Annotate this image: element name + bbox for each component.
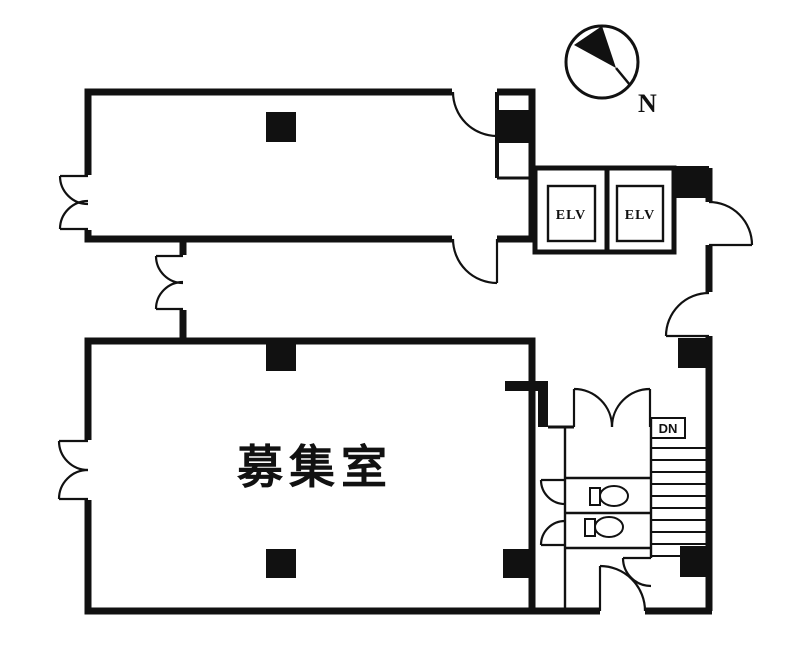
door-arc [58, 199, 89, 230]
restroom-walls [563, 425, 651, 611]
door-arc [573, 387, 614, 428]
north-label: N [638, 89, 657, 118]
compass-rose: N [564, 24, 657, 118]
door-arc [610, 387, 651, 428]
door-arc [451, 91, 498, 138]
toilet-tank-icon [589, 487, 601, 506]
door-arc [57, 468, 89, 500]
upper-room [84, 88, 536, 243]
elevator-bank: ELV ELV [532, 165, 709, 255]
elevator-label: ELV [556, 208, 587, 223]
column [499, 110, 531, 143]
column [266, 112, 296, 142]
toilet-tank-icon [584, 518, 596, 537]
column [678, 338, 709, 368]
door-arc [57, 440, 89, 472]
door-arc [154, 280, 184, 310]
main-room-label: 募集室 [236, 440, 393, 494]
main-room-walls [84, 337, 536, 615]
toilet-bowl-icon [599, 485, 629, 507]
stair-dn-box [650, 417, 686, 439]
door-arc [539, 479, 566, 506]
door-arc [664, 291, 710, 337]
elevator-label: ELV [625, 208, 656, 223]
stairs-down-label: DN [659, 421, 678, 436]
toilet-bowl-icon [594, 516, 624, 538]
upper-room-doors [58, 91, 499, 231]
elevator-car [615, 184, 665, 243]
east-wall [664, 168, 754, 611]
stair-treads [651, 447, 709, 557]
door-arc [599, 564, 647, 612]
compass-needle-tail [615, 67, 631, 86]
upper-room-walls [84, 88, 536, 243]
door-arc [708, 200, 754, 246]
elevator-shaft [604, 165, 677, 255]
wall-pier [538, 381, 548, 427]
restrooms [505, 381, 652, 611]
compass-needle-icon [574, 26, 616, 68]
main-room: 募集室 [57, 337, 536, 615]
column [676, 166, 709, 198]
door-arc [539, 519, 566, 546]
door-arc [451, 238, 498, 285]
column [266, 549, 296, 578]
elevator-car [546, 184, 597, 243]
south-wall [532, 564, 712, 615]
wall-pier [505, 381, 548, 391]
stairwell: DN [621, 417, 709, 588]
corridor [154, 238, 499, 341]
column [503, 549, 533, 578]
door-arc [58, 175, 89, 206]
column [266, 344, 296, 371]
door-arc [621, 557, 652, 588]
column [680, 546, 709, 577]
door-arc [154, 255, 184, 285]
